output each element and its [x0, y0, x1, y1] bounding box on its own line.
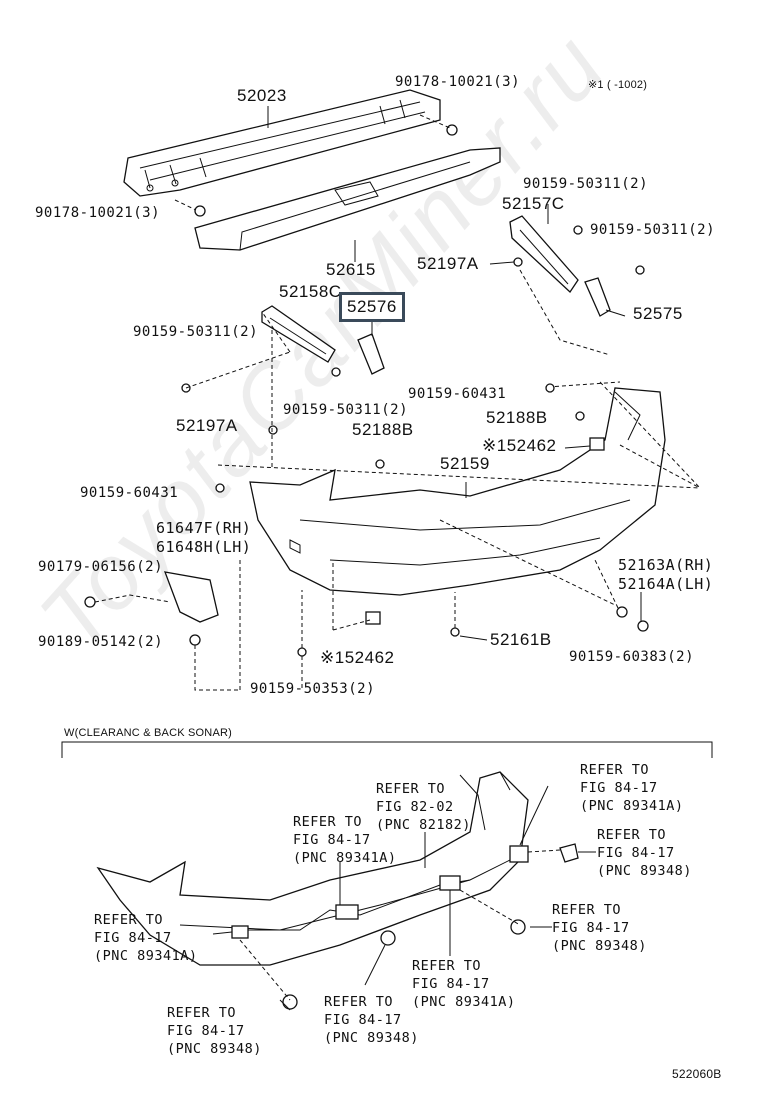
- bracket-52157c: [509, 215, 579, 293]
- screw-52188b-icon: [575, 411, 585, 421]
- label-52158c: 52158C: [279, 282, 342, 301]
- label-52197a-left: 52197A: [176, 416, 238, 435]
- label-90159-50311-a: 90159-50311(2): [523, 176, 649, 192]
- retainer-icon: [268, 425, 278, 435]
- label-52188b-a: 52188B: [486, 408, 548, 427]
- nut-90178-top-icon: [446, 124, 458, 136]
- bracket-52158c: [261, 305, 336, 363]
- label-90189-05142: 90189-05142(2): [38, 634, 164, 650]
- bumper-cover-52159: [249, 387, 666, 596]
- energy-absorber-52615: [194, 147, 501, 251]
- refer-fig-84-17-pnc-89348-lower-center: REFER TO FIG 84-17 (PNC 89348): [324, 994, 419, 1046]
- refer-fig-84-17-pnc-89341a-left: REFER TO FIG 84-17 (PNC 89341A): [94, 912, 198, 964]
- label-52462-b: ※152462: [320, 648, 395, 667]
- clip-90159-50311-icon: [635, 265, 645, 275]
- sonar-sensor-left-icon: [231, 925, 249, 939]
- nut-90159-60383-icon: [616, 606, 628, 618]
- label-52159: 52159: [440, 454, 490, 473]
- section-heading: W(CLEARANC & BACK SONAR): [64, 727, 232, 739]
- label-61648h: 61648H(LH): [156, 538, 252, 556]
- label-90159-50311-d: 90159-50311(2): [283, 402, 409, 418]
- sonar-sensor-icon: [510, 919, 526, 935]
- label-52161b: 52161B: [490, 630, 552, 649]
- label-90159-60383: 90159-60383(2): [569, 649, 695, 665]
- clip-icon: [331, 367, 341, 377]
- clip-90159-50353-icon: [297, 647, 307, 657]
- nut-90178-left-icon: [194, 205, 206, 217]
- pad-52462-icon: [589, 437, 605, 451]
- label-61647f: 61647F(RH): [156, 519, 252, 537]
- clip-52163a-icon: [637, 620, 649, 632]
- nut-90189-icon: [189, 634, 201, 646]
- clip-90159-50311-icon: [573, 225, 583, 235]
- label-52197a-right: 52197A: [417, 254, 479, 273]
- label-90179-06156: 90179-06156(2): [38, 559, 164, 575]
- clip-90159-60431-icon: [215, 483, 225, 493]
- bumper-reinforcement-52023: [123, 89, 441, 197]
- retainer-52197a-icon: [513, 257, 523, 267]
- figure-code: 522060B: [672, 1067, 722, 1081]
- refer-fig-84-17-pnc-89341a-right: REFER TO FIG 84-17 (PNC 89341A): [580, 762, 684, 814]
- refer-fig-84-17-pnc-89348-right: REFER TO FIG 84-17 (PNC 89348): [597, 827, 692, 879]
- bracket-52576: [357, 333, 385, 375]
- pad-52462-lower-icon: [365, 611, 381, 625]
- refer-fig-84-17-pnc-89348-lower-right: REFER TO FIG 84-17 (PNC 89348): [552, 902, 647, 954]
- screw-52188b-icon: [375, 459, 385, 469]
- label-52023: 52023: [237, 86, 287, 105]
- label-52164a: 52164A(LH): [618, 575, 714, 593]
- refer-fig-82-02-pnc-82182: REFER TO FIG 82-02 (PNC 82182): [376, 781, 471, 833]
- label-52188b-b: 52188B: [352, 420, 414, 439]
- refer-fig-84-17-pnc-89341a-lower: REFER TO FIG 84-17 (PNC 89341A): [412, 958, 516, 1010]
- sonar-sensor-icon: [559, 843, 579, 863]
- clip-52161b-icon: [450, 627, 460, 637]
- label-90178-10021-top: 90178-10021(3): [395, 74, 521, 90]
- label-90178-10021-left: 90178-10021(3): [35, 205, 161, 221]
- label-52615: 52615: [326, 260, 376, 279]
- nut-90179-icon: [84, 596, 96, 608]
- label-52576-highlighted: 52576: [339, 292, 405, 322]
- label-90159-50311-c: 90159-50311(2): [133, 324, 259, 340]
- sonar-sensor-icon: [282, 994, 298, 1010]
- label-52462-a: ※152462: [482, 436, 557, 455]
- label-90159-60431-b: 90159-60431: [80, 485, 179, 501]
- label-90159-50311-b: 90159-50311(2): [590, 222, 716, 238]
- bracket-61647f: [163, 571, 219, 623]
- label-90159-60431-a: 90159-60431: [408, 386, 507, 402]
- section-bracket: [61, 741, 713, 758]
- connector-icon: [335, 904, 359, 920]
- refer-fig-84-17-pnc-89341a-center: REFER TO FIG 84-17 (PNC 89341A): [293, 814, 397, 866]
- sonar-sensor-right-icon: [509, 845, 529, 863]
- clip-90159-60431-icon: [545, 383, 555, 393]
- refer-fig-84-17-pnc-89348-lower-left: REFER TO FIG 84-17 (PNC 89348): [167, 1005, 262, 1057]
- label-52157c: 52157C: [502, 194, 565, 213]
- label-90159-50353: 90159-50353(2): [250, 681, 376, 697]
- label-52163a: 52163A(RH): [618, 556, 714, 574]
- connector-icon: [439, 875, 461, 891]
- bracket-52575: [584, 277, 611, 317]
- note-top-right: ※1 ( -1002): [588, 79, 648, 91]
- label-52575: 52575: [633, 304, 683, 323]
- bumper-with-sonar: [96, 771, 529, 966]
- sonar-sensor-icon: [380, 930, 396, 946]
